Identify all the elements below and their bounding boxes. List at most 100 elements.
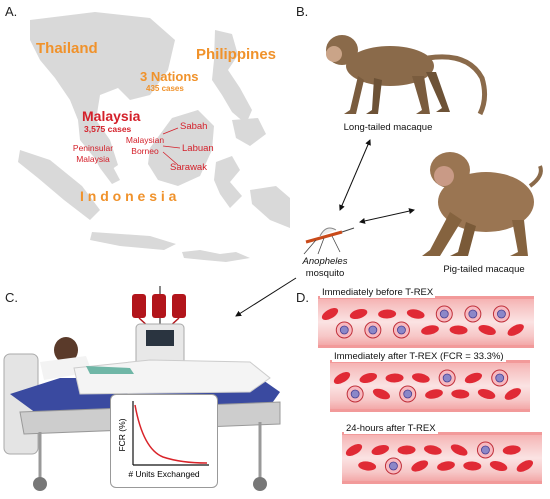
monkey-tail — [427, 54, 488, 116]
cells-24h — [345, 441, 534, 475]
macaque-front-leg — [422, 212, 462, 256]
label-malaysia: Malaysia — [82, 108, 141, 124]
plasmodium-parasite — [350, 389, 360, 399]
cells-after — [333, 369, 522, 403]
caption-mosquito: Anopheles mosquito — [290, 256, 360, 280]
mosquito-leg — [331, 235, 341, 253]
label-sarawak: Sarawak — [170, 162, 207, 173]
mosquito-wing — [319, 227, 337, 237]
label-malaysia-cases: 3,575 cases — [84, 124, 132, 134]
red-blood-cell — [397, 445, 416, 455]
mindanao — [232, 118, 266, 146]
lesser-sunda-islands — [182, 250, 250, 262]
red-blood-cell — [463, 461, 482, 471]
caption-pig-tailed-macaque: Pig-tailed macaque — [443, 264, 525, 275]
apheresis-screen — [146, 330, 174, 346]
plasmodium-parasite — [368, 325, 378, 335]
mosquito-illustration — [303, 227, 355, 255]
red-blood-cell — [477, 388, 496, 400]
red-blood-cell — [406, 309, 425, 319]
timeline-label-24h: 24-hours after T-REX — [344, 423, 438, 434]
borneo-connector-sabah — [162, 127, 179, 135]
borneo-connector-labuan — [162, 145, 181, 149]
plasmodium-parasite — [497, 309, 506, 319]
plasmodium-parasite — [481, 445, 490, 455]
fcr-plot: FCR (%) — [117, 401, 209, 466]
plasmodium-parasite — [495, 373, 505, 383]
red-blood-cell — [504, 388, 522, 400]
red-blood-cell — [478, 324, 496, 336]
panel-c-label: C. — [5, 290, 18, 305]
arrow-mosquito-to-patient — [235, 277, 297, 317]
borneo-landmass — [148, 110, 214, 186]
plasmodium-parasite — [339, 325, 349, 335]
red-blood-cell — [321, 308, 339, 320]
fcr-decay-curve — [134, 404, 208, 464]
fcr-plot-card: FCR (%) # Units Exchanged — [110, 394, 218, 488]
philippines-landmass — [212, 30, 252, 124]
java-landmass — [90, 232, 176, 250]
label-labuan: Labuan — [182, 143, 214, 154]
label-malaysian-borneo: Malaysian Borneo — [125, 135, 165, 156]
southeast-asia-map — [18, 12, 290, 262]
red-blood-cell — [349, 309, 368, 319]
macaque-tail — [528, 165, 543, 188]
blood-vessel-before — [318, 296, 534, 348]
long-tailed-macaque-illustration — [326, 35, 488, 116]
mosquito-proboscis — [341, 227, 355, 233]
peninsula — [90, 120, 120, 184]
blood-vessel-24h — [342, 432, 542, 484]
red-blood-cell — [449, 325, 468, 335]
eastern-islands — [250, 186, 290, 228]
label-thailand: Thailand — [36, 40, 98, 57]
blanket — [73, 359, 271, 395]
red-blood-cell — [451, 389, 470, 399]
plot-x-label: # Units Exchanged — [128, 469, 200, 479]
panel-a-label: A. — [5, 4, 18, 19]
panel-d-label: D. — [296, 290, 309, 305]
monkey-face — [326, 46, 342, 62]
blood-bag — [152, 294, 166, 318]
plasmodium-parasite — [397, 325, 406, 335]
red-blood-cell — [450, 444, 468, 456]
red-blood-cell — [516, 460, 534, 472]
red-blood-cell — [378, 309, 397, 319]
red-blood-cell — [507, 324, 524, 336]
red-blood-cell — [424, 445, 442, 455]
macaque-hind-leg — [510, 220, 528, 256]
red-blood-cell — [412, 373, 430, 383]
mosquito-leg — [317, 237, 325, 255]
arrow-mosquito-pig-tailed — [359, 208, 415, 224]
label-sabah: Sabah — [180, 121, 208, 132]
pig-tailed-macaque-illustration — [422, 152, 543, 256]
bed-wheel — [33, 477, 47, 491]
label-philippines: Philippines — [196, 46, 277, 63]
plasmodium-parasite — [442, 373, 452, 383]
red-blood-cell — [372, 388, 390, 400]
red-blood-cell — [345, 444, 363, 456]
caption-mosquito-genus: Anopheles — [302, 256, 348, 267]
red-blood-cell — [358, 461, 377, 471]
red-blood-cell — [489, 460, 508, 472]
label-indonesia: I n d o n e s i a — [80, 188, 177, 204]
monkey-front-leg-2 — [366, 78, 382, 114]
borneo-connector-sarawak — [162, 151, 179, 166]
mosquito-leg — [303, 239, 317, 255]
blood-vessel-after — [330, 360, 530, 412]
red-blood-cell — [421, 325, 439, 335]
timeline-label-after: Immediately after T-REX (FCR = 33.3%) — [332, 351, 506, 362]
label-3-nations: 3 Nations — [140, 69, 199, 84]
sulawesi-landmass — [214, 156, 242, 208]
red-blood-cell — [411, 460, 429, 472]
caption-long-tailed-macaque: Long-tailed macaque — [343, 122, 433, 133]
bed-wheel — [253, 477, 267, 491]
red-blood-cell — [425, 389, 443, 399]
red-blood-cell — [371, 445, 390, 455]
red-blood-cell — [385, 373, 404, 383]
plasmodium-parasite — [439, 309, 449, 319]
monkey-hind-leg — [412, 76, 430, 114]
label-3-nations-cases: 435 cases — [146, 84, 184, 93]
red-blood-cell — [359, 373, 378, 383]
red-blood-cell — [333, 372, 351, 384]
